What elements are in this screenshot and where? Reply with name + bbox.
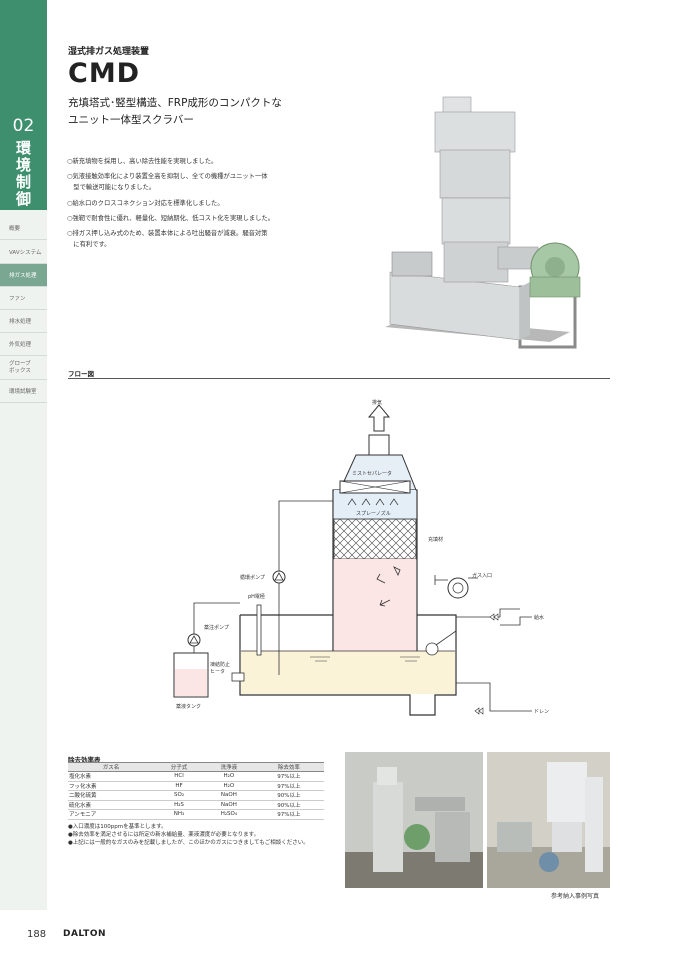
label-spray-nozzle: スプレーノズル bbox=[356, 510, 391, 517]
label-water-supply: 給水 bbox=[534, 614, 544, 621]
sidebar-header bbox=[0, 0, 47, 210]
nav-item-outdoor-air[interactable]: 外気処理 bbox=[0, 333, 47, 356]
reference-photo-2 bbox=[487, 752, 610, 888]
nav-item-wastewater[interactable]: 排水処理 bbox=[0, 310, 47, 333]
label-freeze-heater-2: ヒータ bbox=[210, 668, 225, 675]
brand-logo: DALTON bbox=[63, 929, 107, 939]
label-packing: 充填材 bbox=[428, 536, 443, 543]
label-circulation-pump: 循環ポンプ bbox=[240, 574, 265, 581]
sidebar-nav: 概要 VAVシステム 排ガス処理 ファン 排水処理 外気処理 グローブ ボックス… bbox=[0, 210, 47, 910]
table-note: ●除去効率を満足させるには所定の新水補給量、薬液濃度が必要となります。 bbox=[68, 832, 260, 838]
section-title: 環 境 制 御 bbox=[15, 139, 31, 208]
nav-item-vav[interactable]: VAVシステム bbox=[0, 240, 47, 264]
tagline-line-2: ユニット一体型スクラバー bbox=[68, 114, 194, 126]
label-exhaust: 排気 bbox=[372, 399, 382, 406]
table-header-row: ガス名 分子式 洗浄液 除去効率 bbox=[68, 762, 324, 772]
feature-item: ○強靭で耐食性に優れ、軽量化、短納期化、低コスト化を実現しました。 bbox=[67, 215, 275, 222]
table-note: ●上記には一般的なガスのみを記載しましたが、このほかのガスにつきましてもご相談く… bbox=[68, 840, 309, 846]
section-number: 02 bbox=[12, 116, 35, 136]
feature-item: に有利です。 bbox=[67, 241, 111, 248]
product-model: CMD bbox=[68, 58, 141, 89]
label-chemical-tank: 薬液タンク bbox=[176, 703, 201, 710]
page-number: 188 bbox=[27, 929, 47, 940]
table-note: ●入口濃度は100ppmを基準とします。 bbox=[68, 824, 167, 830]
tagline-line-1: 充填塔式･竪型構造、FRP成形のコンパクトな bbox=[68, 97, 282, 109]
efficiency-table-title: 除去効率表 bbox=[68, 756, 101, 764]
feature-item: ○排ガス押し込み式のため、装置本体による吐出騒音が減衰。騒音対策 bbox=[67, 230, 268, 237]
flow-diagram: 排気 ミストセパレータ スプレーノズル 充填材 循環ポンプ ガス入口 pH電極 … bbox=[173, 399, 549, 716]
exhaust-arrow bbox=[367, 404, 391, 432]
feature-item: 型で輸送可能になりました。 bbox=[67, 184, 156, 191]
label-chemical-pump: 薬注ポンプ bbox=[204, 624, 229, 631]
feature-item: ○新充填物を採用し、高い除去性能を実現しました。 bbox=[67, 158, 218, 165]
feature-item: ○給水口のクロスコネクション対応を標準化しました。 bbox=[67, 200, 224, 207]
reference-photo-1 bbox=[345, 752, 483, 888]
nav-item-test-room[interactable]: 環境試験室 bbox=[0, 380, 47, 403]
product-photo bbox=[385, 96, 581, 349]
label-freeze-heater-1: 凍結防止 bbox=[210, 661, 230, 668]
label-gas-inlet: ガス入口 bbox=[472, 572, 492, 579]
label-ph-electrode: pH電極 bbox=[248, 593, 265, 600]
nav-item-exhaust-gas[interactable]: 排ガス処理 bbox=[0, 264, 47, 287]
feature-item: ○気液接触効率化により装置全高を抑制し、全ての機種がユニット一体 bbox=[67, 173, 268, 180]
label-drain: ドレン bbox=[534, 709, 549, 715]
flow-diagram-title: フロー図 bbox=[68, 370, 94, 378]
nav-item-glovebox[interactable]: グローブ ボックス bbox=[0, 356, 47, 380]
label-mist-separator: ミストセパレータ bbox=[352, 470, 392, 477]
photo-caption: 参考納入事例写真 bbox=[551, 893, 600, 900]
product-category: 湿式排ガス処理装置 bbox=[68, 47, 150, 57]
section-divider bbox=[68, 378, 610, 379]
nav-item-overview[interactable]: 概要 bbox=[0, 216, 47, 240]
nav-item-fan[interactable]: ファン bbox=[0, 287, 47, 310]
